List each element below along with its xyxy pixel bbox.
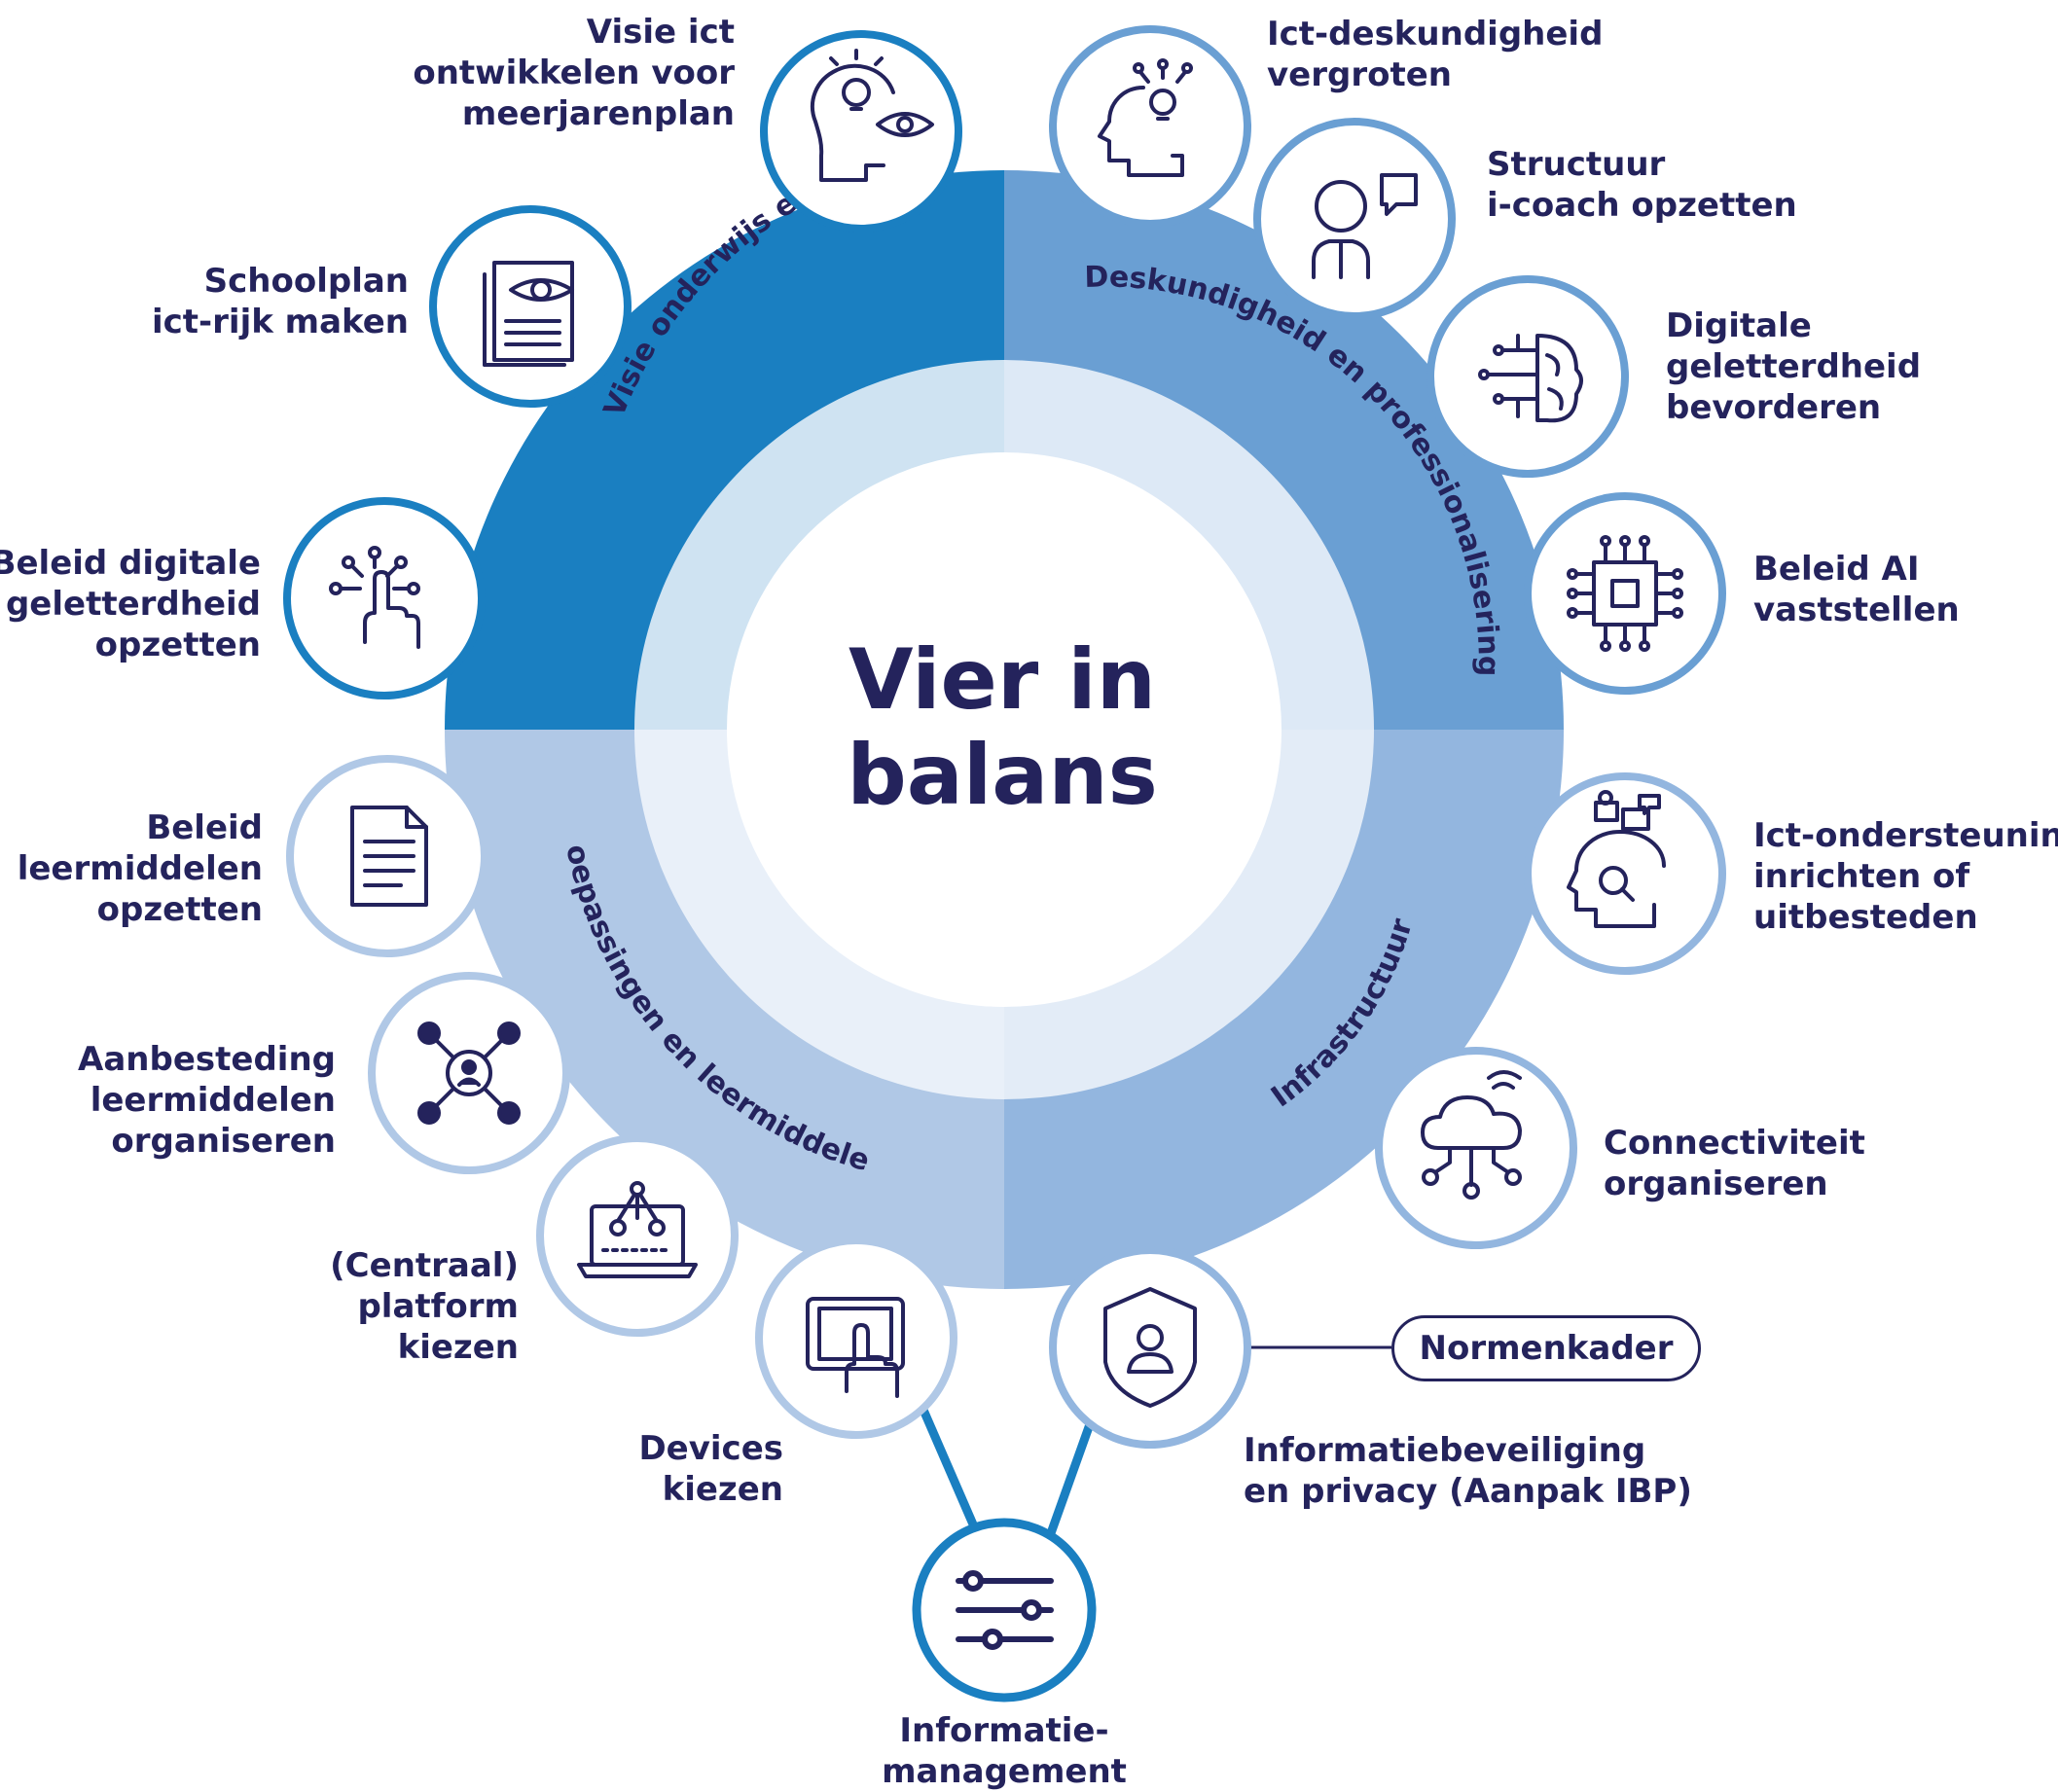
head-lightbulb-icon xyxy=(1098,58,1193,177)
label-visie-ict: Visie ict ontwikkelen voor meerjarenplan xyxy=(413,13,735,133)
label-beleid-digitale: Beleid digitale geletterdheid opzetten xyxy=(0,544,261,664)
brain-circuit-icon xyxy=(1478,334,1583,423)
center-disc xyxy=(727,452,1282,1007)
connector-devices-informatiemanagement xyxy=(915,1399,988,1549)
hand-touch-icon xyxy=(329,546,420,649)
tablet-touch-icon xyxy=(806,1297,905,1398)
cloud-network-icon xyxy=(1421,1070,1522,1200)
item-schoolplan xyxy=(429,205,632,408)
diagram-title: Vier in balans xyxy=(847,631,1158,824)
item-aanbesteding xyxy=(368,972,570,1174)
label-informatiebeveiliging: Informatiebeveiliging en privacy (Aanpak… xyxy=(1244,1431,1692,1511)
label-schoolplan: Schoolplan ict-rijk maken xyxy=(151,262,409,341)
label-ict-deskundigheid: Ict-deskundigheid vergroten xyxy=(1267,15,1604,94)
item-connectiviteit xyxy=(1375,1047,1577,1249)
head-search-icon xyxy=(1567,790,1666,928)
connector-informatiebeveiliging-informatiemanagement xyxy=(1041,1409,1100,1549)
ai-chip-icon xyxy=(1567,535,1683,652)
document-eye-icon xyxy=(483,261,574,367)
label-digitale-geletterdheid: Digitale geletterdheid bevorderen xyxy=(1666,306,1922,427)
item-structuur xyxy=(1253,118,1456,320)
item-ict-ondersteuning xyxy=(1524,772,1726,975)
item-digitale-geletterdheid xyxy=(1426,275,1629,478)
shield-user-icon xyxy=(1103,1287,1197,1408)
label-platform: (Centraal) platform kiezen xyxy=(330,1246,519,1367)
item-ict-deskundigheid xyxy=(1049,25,1251,228)
normenkader-label: Normenkader xyxy=(1419,1329,1674,1368)
label-devices: Devices kiezen xyxy=(638,1429,783,1509)
item-platform xyxy=(536,1134,739,1337)
label-informatiemanagement: Informatie- management xyxy=(882,1711,1127,1791)
network-user-icon xyxy=(417,1021,521,1125)
label-beleid-leermiddelen: Beleid leermiddelen opzetten xyxy=(17,808,263,929)
label-ict-ondersteuning: Ict-ondersteuning inrichten of uitbested… xyxy=(1753,816,2058,937)
normenkader-badge: Normenkader xyxy=(1391,1315,1701,1381)
item-informatiemanagement xyxy=(912,1518,1097,1702)
label-beleid-ai: Beleid AI vaststellen xyxy=(1753,550,1960,629)
item-beleid-ai xyxy=(1524,492,1726,695)
label-aanbesteding: Aanbesteding leermiddelen organiseren xyxy=(78,1040,336,1161)
head-lightbulb-eye-icon xyxy=(811,49,934,182)
coach-speech-icon xyxy=(1312,173,1418,279)
document-icon xyxy=(350,806,428,907)
item-informatiebeveiliging xyxy=(1049,1246,1251,1449)
item-beleid-digitale xyxy=(283,497,486,699)
sliders-icon xyxy=(956,1570,1054,1650)
label-connectiviteit: Connectiviteit organiseren xyxy=(1604,1124,1865,1203)
laptop-network-icon xyxy=(577,1181,698,1278)
item-devices xyxy=(755,1236,957,1439)
label-structuur: Structuur i-coach opzetten xyxy=(1487,145,1797,225)
item-visie-ict xyxy=(760,30,962,233)
item-beleid-leermiddelen xyxy=(286,755,488,957)
